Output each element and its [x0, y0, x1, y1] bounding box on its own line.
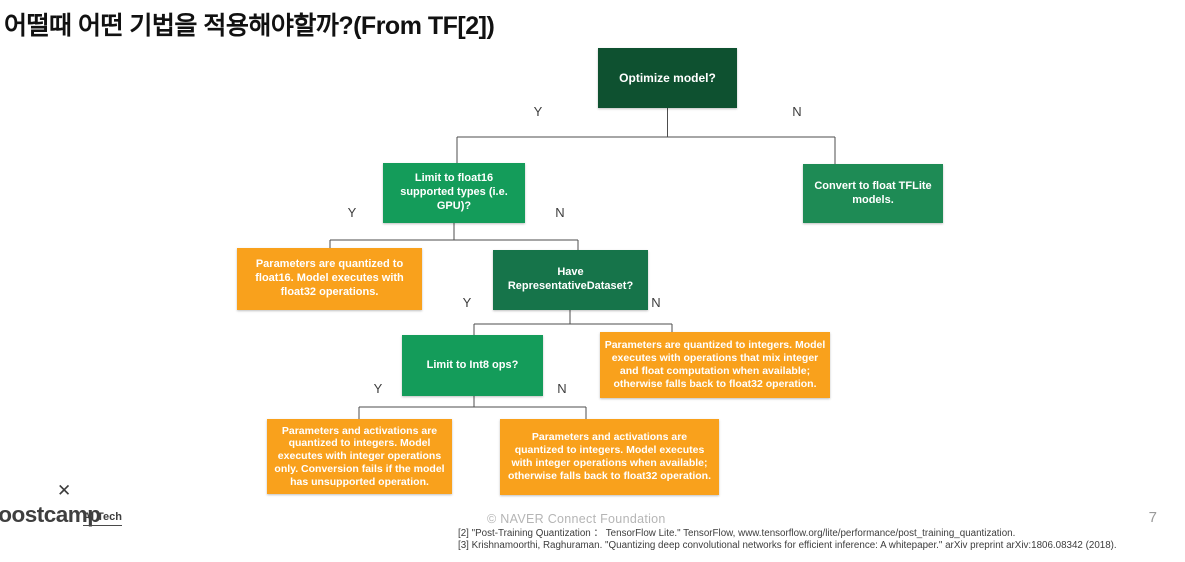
flow-node-limit-float16: Limit to float16 supported types (i.e. G…: [383, 163, 525, 223]
flow-node-mix-int-float: Parameters are quantized to integers. Mo…: [600, 332, 830, 398]
page-number: 7: [1148, 509, 1157, 526]
flow-node-convert-tflite: Convert to float TFLite models.: [803, 164, 943, 223]
flow-node-optimize-model: Optimize model?: [598, 48, 737, 108]
branch-label-3-no: N: [651, 295, 661, 310]
flow-node-int-fallback: Parameters and activations are quantized…: [500, 419, 719, 495]
page-title: 어떨때 어떤 기법을 적용해야할까?(From TF[2]): [4, 12, 495, 40]
flow-node-int-only: Parameters and activations are quantized…: [267, 419, 452, 494]
branch-label-1-no: N: [792, 104, 802, 119]
citations: [2] "Post-Training Quantization ： Tensor…: [458, 528, 1117, 553]
logo-subbrand: AI Tech: [83, 511, 122, 526]
branch-label-2-no: N: [555, 205, 565, 220]
branch-label-4-no: N: [557, 381, 567, 396]
citation-3: [3] Krishnamoorthi, Raghuraman. "Quantiz…: [458, 540, 1117, 552]
branch-label-4-yes: Y: [373, 381, 383, 396]
flow-node-have-dataset: Have RepresentativeDataset?: [493, 250, 648, 310]
branch-label-1-yes: Y: [533, 104, 543, 119]
branch-label-3-yes: Y: [462, 295, 472, 310]
copyright-text: © NAVER Connect Foundation: [487, 512, 666, 526]
cross-icon: ✕: [57, 481, 72, 500]
logo-wordmark: boostcamp: [0, 502, 101, 527]
flow-node-limit-int8: Limit to Int8 ops?: [402, 335, 543, 396]
branch-label-2-yes: Y: [347, 205, 357, 220]
flow-node-params-float16: Parameters are quantized to float16. Mod…: [237, 248, 422, 310]
citation-2: [2] "Post-Training Quantization ： Tensor…: [458, 528, 1016, 539]
